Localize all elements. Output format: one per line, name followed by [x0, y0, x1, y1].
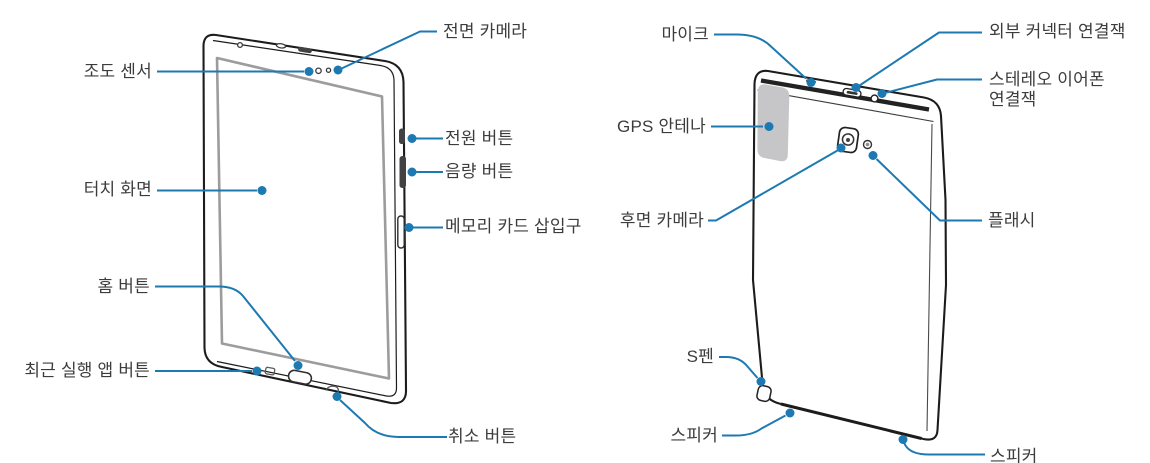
- callout-light-sensor: [157, 67, 314, 76]
- label-recent-apps-button: 최근 실행 앱 버튼: [24, 361, 150, 380]
- label-memory-card-slot: 메모리 카드 삽입구: [445, 217, 582, 236]
- flash-lens-center: [865, 142, 870, 147]
- callout-stereo-earphone-jack: [877, 78, 982, 98]
- label-flash: 플래시: [988, 211, 1036, 230]
- top-slot: [275, 42, 287, 49]
- label-stereo-earphone-jack: 스테레오 이어폰 연결잭: [989, 70, 1105, 109]
- callout-memory-card-slot: [404, 223, 443, 232]
- callout-s-pen: [719, 356, 766, 386]
- back-body: [751, 69, 948, 441]
- callout-volume-button: [407, 167, 443, 177]
- callout-home-button: [155, 285, 303, 370]
- label-gps-antenna: GPS 안테나: [617, 117, 706, 136]
- callout-external-connector-jack: [851, 31, 982, 92]
- back-right-seam: [926, 123, 933, 432]
- label-front-camera: 전면 카메라: [443, 22, 528, 41]
- label-volume-button: 음량 버튼: [445, 162, 514, 181]
- front-camera-lens: [325, 67, 332, 73]
- callout-power-button: [407, 134, 443, 143]
- front-screen: [215, 56, 391, 380]
- callout-speaker-left: [722, 408, 795, 437]
- back-bottom-edge: [780, 402, 922, 440]
- label-speaker-bottom: 스피커: [990, 447, 1038, 463]
- s-pen-nib: [756, 384, 772, 403]
- label-light-sensor: 조도 센서: [83, 62, 152, 81]
- callout-speaker-bottom: [898, 435, 985, 456]
- label-touch-screen: 터치 화면: [83, 180, 152, 199]
- callout-recent-apps-button: [155, 366, 262, 376]
- label-rear-camera: 후면 카메라: [619, 211, 704, 230]
- gps-antenna-patch: [757, 84, 790, 162]
- callout-cancel-button: [332, 392, 447, 438]
- back-device-illustration: [751, 69, 948, 441]
- earphone-jack-hole: [870, 94, 879, 103]
- label-home-button: 홈 버튼: [97, 277, 150, 296]
- label-power-button: 전원 버튼: [445, 129, 514, 148]
- callout-gps-antenna: [711, 122, 774, 131]
- home-key: [287, 369, 313, 385]
- label-speaker-left: 스피커: [670, 426, 718, 445]
- label-s-pen: S펜: [686, 347, 714, 366]
- front-device-illustration: [202, 33, 408, 405]
- top-speaker-slot: [298, 46, 312, 54]
- label-microphone: 마이크: [661, 25, 709, 44]
- callouts: [155, 30, 985, 456]
- memory-card-tray: [397, 215, 405, 249]
- volume-key: [399, 156, 406, 188]
- front-face-edge: [212, 39, 398, 397]
- power-key: [399, 128, 405, 144]
- callout-touch-screen: [157, 186, 267, 195]
- callout-front-camera: [333, 30, 437, 75]
- light-sensor-lens: [315, 67, 322, 75]
- callout-flash: [868, 151, 982, 222]
- recent-apps-key-icon: [264, 366, 276, 376]
- label-cancel-button: 취소 버튼: [448, 427, 517, 446]
- top-mic-hole: [236, 41, 244, 49]
- callout-microphone: [714, 33, 816, 87]
- callout-rear-camera: [708, 143, 846, 222]
- label-external-connector-jack: 외부 커넥터 연결잭: [989, 22, 1126, 41]
